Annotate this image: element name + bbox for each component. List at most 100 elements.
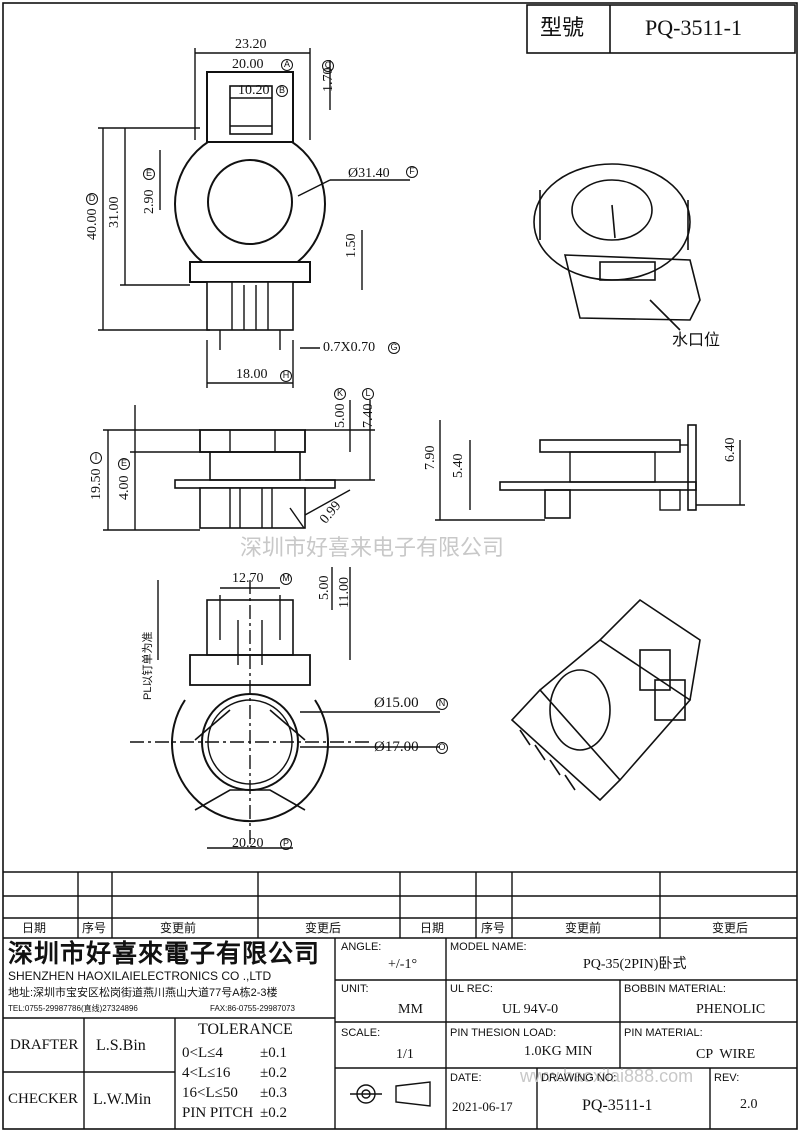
pin-material-label: PIN MATERIAL: (624, 1027, 703, 1039)
isometric-view-bottom (510, 598, 701, 802)
tolerance-value: ±0.2 (260, 1065, 287, 1081)
bobbin-material-value: PHENOLIC (696, 1002, 766, 1017)
marker-L: L (362, 388, 374, 400)
bottom-view (130, 567, 440, 849)
rev-label: REV: (714, 1072, 740, 1084)
angle-label: ANGLE: (341, 941, 382, 953)
dim-5-00-bottom: 5.00 (317, 575, 332, 601)
dim-0-7x0-70: 0.7X0.70 (323, 340, 376, 355)
marker-A: A (281, 59, 293, 71)
company-name-en: SHENZHEN HAOXILAIELECTRONICS CO .,LTD (8, 969, 272, 983)
company-fax: FAX:86-0755-29987073 (210, 1004, 295, 1013)
dim-19-50: 19.50 (89, 468, 104, 501)
marker-N: N (436, 698, 448, 710)
dim-23-20: 23.20 (235, 37, 267, 52)
marker-J: E (118, 458, 130, 470)
front-view (98, 48, 410, 388)
tolerance-value: ±0.2 (260, 1105, 287, 1121)
dim-diameter-15-00: Ø15.00 (374, 695, 419, 711)
model-number: PQ-3511-1 (645, 15, 742, 40)
angle-value: +/-1° (388, 957, 418, 972)
tolerance-row: 16<L≤50 ±0.3 (182, 1085, 332, 1105)
dim-20-00: 20.00 (232, 57, 264, 72)
dim-18-00: 18.00 (236, 367, 268, 382)
rev-date-1: 日期 (22, 921, 47, 935)
gate-position-note: 水口位 (672, 332, 721, 349)
ul-rec-label: UL REC: (450, 983, 493, 995)
tolerance-range: PIN PITCH (182, 1105, 254, 1121)
tolerance-row: 4<L≤16 ±0.2 (182, 1065, 332, 1085)
model-name-value: PQ-35(2PIN)卧式 (583, 957, 687, 972)
marker-C: C (322, 60, 334, 72)
marker-B: B (276, 85, 288, 97)
drafter-label: DRAFTER (10, 1037, 79, 1053)
marker-H: H (280, 370, 292, 382)
drawing-no-value: PQ-3511-1 (582, 1097, 653, 1114)
marker-K: K (334, 388, 346, 400)
tolerance-title: TOLERANCE (198, 1021, 293, 1038)
date-value: 2021-06-17 (452, 1099, 513, 1114)
marker-E: E (143, 168, 155, 180)
company-tel: TEL:0755-29987786(直线)27324896 (8, 1004, 138, 1013)
watermark-url: www.haoxilai888.com (520, 1066, 694, 1086)
drafter-name: L.S.Bin (96, 1037, 146, 1054)
tolerance-range: 0<L≤4 (182, 1045, 223, 1061)
marker-P: P (280, 838, 292, 850)
tolerance-value: ±0.1 (260, 1045, 287, 1061)
tolerance-range: 16<L≤50 (182, 1085, 238, 1101)
checker-name: L.W.Min (93, 1091, 152, 1108)
marker-I: I (90, 452, 102, 464)
side-view (103, 400, 375, 531)
tolerance-row: PIN PITCH ±0.2 (182, 1105, 332, 1125)
dim-12-70: 12.70 (232, 571, 264, 586)
tolerance-value: ±0.3 (260, 1085, 287, 1101)
checker-label: CHECKER (8, 1091, 79, 1107)
dim-1-50: 1.50 (344, 233, 359, 259)
pl-note: PL以钉单为准 (142, 631, 154, 700)
date-label: DATE: (450, 1072, 482, 1084)
rev-seq-1: 序号 (82, 921, 107, 935)
ul-rec-value: UL 94V-0 (502, 1002, 559, 1017)
rev-date-2: 日期 (420, 921, 445, 935)
dim-diameter-31-40: Ø31.40 (348, 166, 390, 181)
marker-F: F (406, 166, 418, 178)
pin-material-value: CP WIRE (696, 1047, 756, 1062)
bobbin-material-label: BOBBIN MATERIAL: (624, 983, 726, 995)
dim-20-20: 20.20 (232, 836, 264, 851)
marker-M: M (280, 573, 292, 585)
tolerance-row: 0<L≤4 ±0.1 (182, 1045, 332, 1065)
model-name-label: MODEL NAME: (450, 941, 527, 953)
rev-after-1: 变更后 (305, 921, 342, 935)
dim-40-00: 40.00 (85, 208, 100, 241)
rev-seq-2: 序号 (481, 921, 506, 935)
tolerance-range: 4<L≤16 (182, 1065, 231, 1081)
dim-7-40: 7.40 (361, 403, 376, 429)
dim-5-00-top: 5.00 (333, 403, 348, 429)
watermark-company: 深圳市好喜来电子有限公司 (240, 535, 505, 560)
model-label: 型號 (540, 15, 585, 40)
dim-31-00: 31.00 (107, 196, 122, 229)
rev-value: 2.0 (740, 1097, 758, 1112)
scale-label: SCALE: (341, 1027, 381, 1039)
company-address: 地址:深圳市宝安区松岗街道燕川燕山大道77号A栋2-3楼 (8, 987, 278, 999)
drawing-no-label: DRAWING NO: (541, 1072, 617, 1084)
dim-2-90: 2.90 (142, 189, 157, 215)
pin-load-label: PIN THESION LOAD: (450, 1027, 557, 1039)
title-block-grid (3, 871, 797, 1129)
rev-before-2: 变更前 (565, 921, 602, 935)
unit-label: UNIT: (341, 983, 369, 995)
isometric-view-top (533, 163, 701, 331)
model-title-box (526, 4, 796, 54)
dim-5-40: 5.40 (451, 453, 466, 479)
dim-6-40: 6.40 (723, 437, 738, 463)
company-name-cn: 深圳市好喜來電子有限公司 (8, 941, 321, 968)
dim-11-00: 11.00 (337, 577, 352, 608)
rev-before-1: 变更前 (160, 921, 197, 935)
pin-load-value: 1.0KG MIN (524, 1044, 593, 1059)
tolerance-rows: 0<L≤4 ±0.1 4<L≤16 ±0.2 16<L≤50 ±0.3 PIN … (182, 1045, 332, 1125)
marker-G: G (388, 342, 400, 354)
dim-7-90: 7.90 (423, 445, 438, 471)
rev-after-2: 变更后 (712, 921, 749, 935)
unit-value: MM (398, 1002, 423, 1017)
